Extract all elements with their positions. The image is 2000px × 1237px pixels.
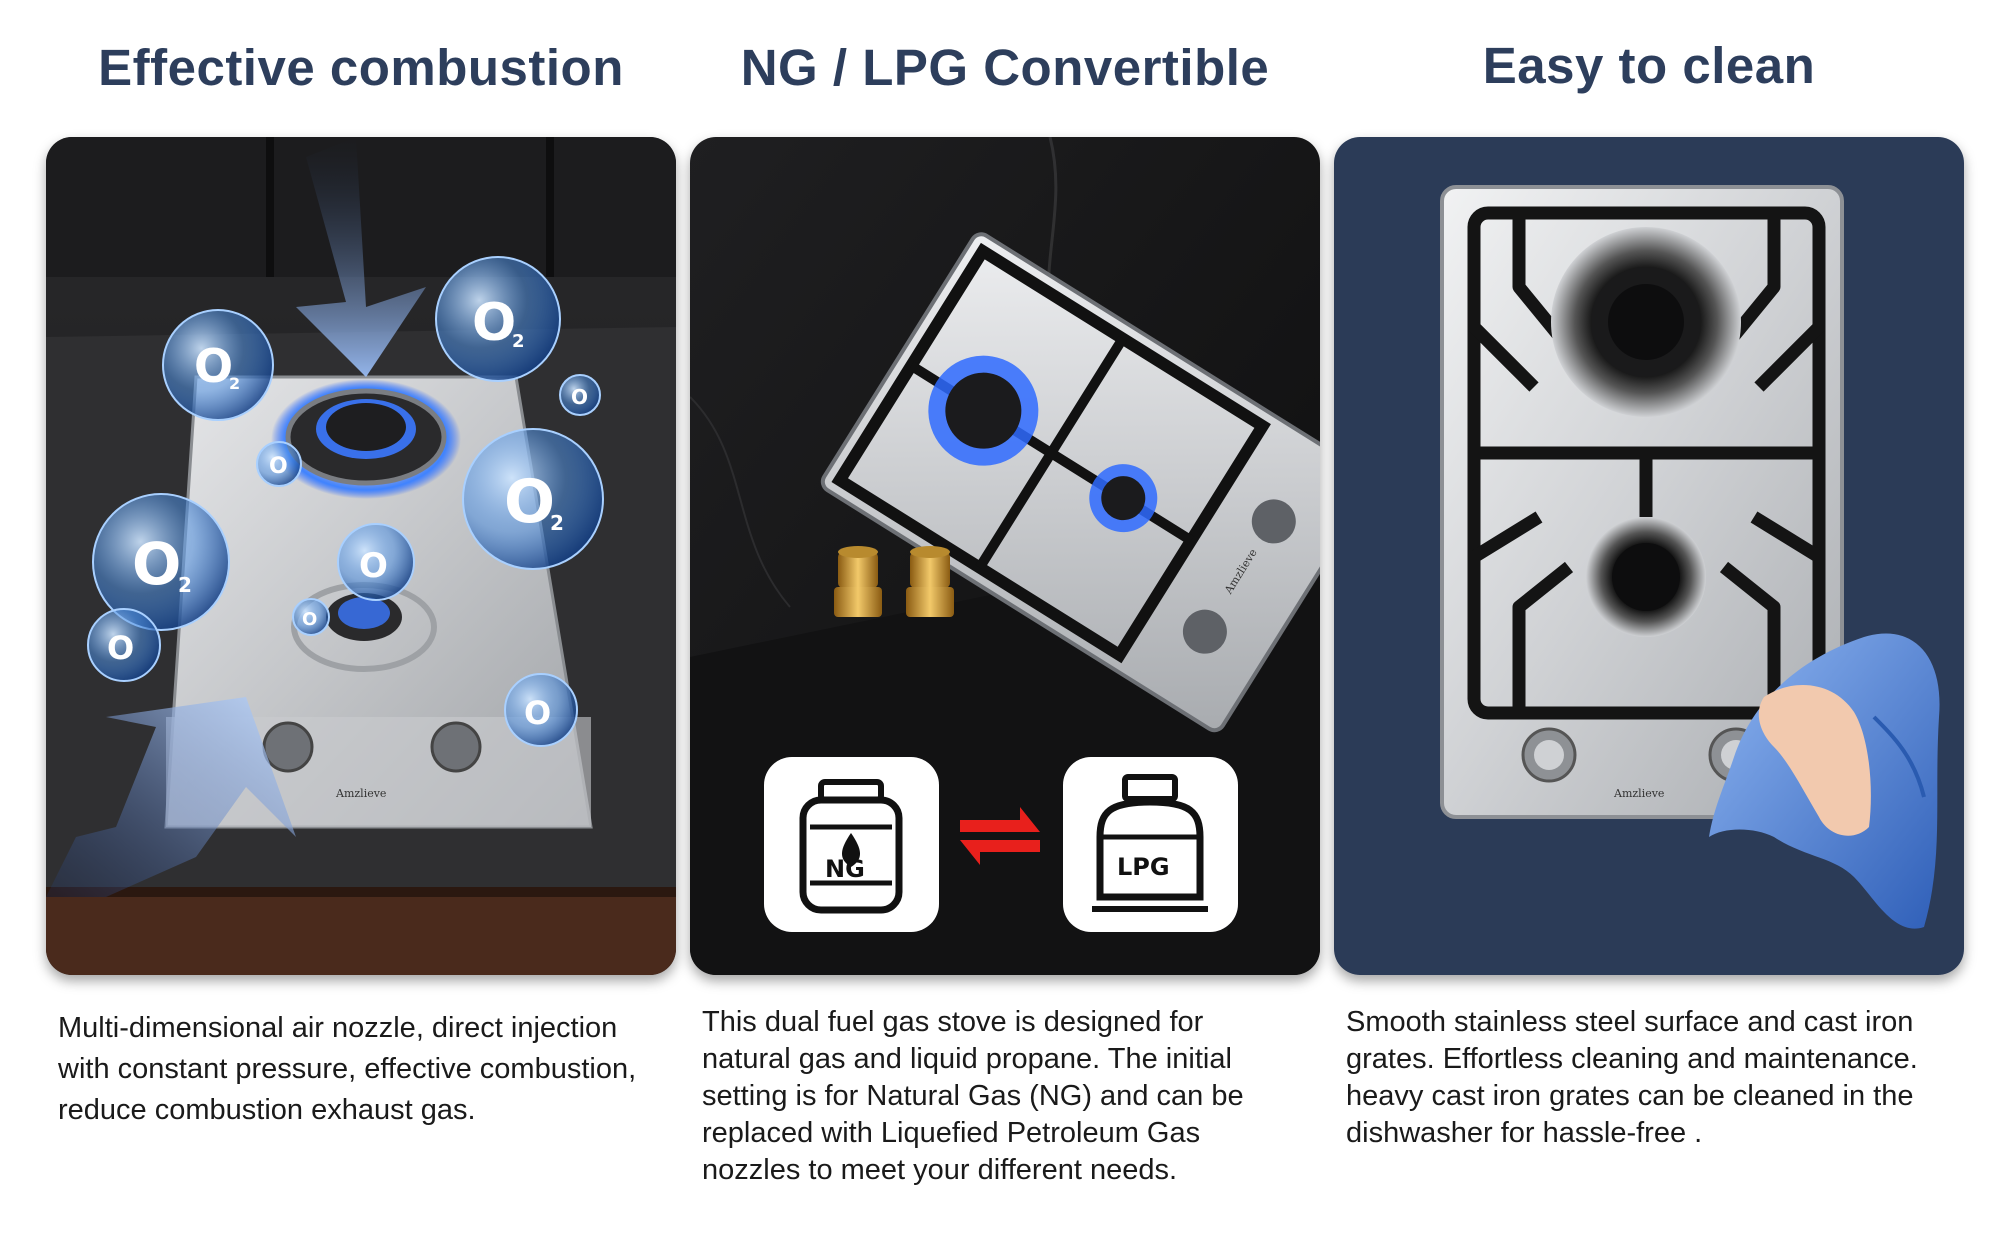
o2-bubble-icon: O 2 xyxy=(435,256,561,382)
large-burner-icon xyxy=(945,372,1022,449)
hand-icon xyxy=(1758,685,1871,836)
svg-text:2: 2 xyxy=(550,511,564,535)
svg-text:O: O xyxy=(504,467,555,537)
knob-left-icon xyxy=(262,721,314,773)
convertible-image: Amzlieve NG xyxy=(690,137,1320,975)
svg-text:O: O xyxy=(107,629,134,667)
brand-logo-text: Amzlieve xyxy=(335,787,386,800)
o2-bubble-icon: O xyxy=(87,608,161,682)
cast-iron-grate xyxy=(1467,206,1826,720)
easy-clean-illustration: Amzlieve xyxy=(1334,137,1964,975)
description-line: with constant pressure, effective combus… xyxy=(58,1053,637,1085)
o2-bubble-icon: O 2 xyxy=(162,309,274,421)
svg-text:NG: NG xyxy=(825,855,865,883)
svg-text:O: O xyxy=(472,293,516,353)
description-line: This dual fuel gas stove is designed for xyxy=(702,1006,1204,1038)
convertible-illustration: Amzlieve NG xyxy=(690,137,1320,975)
description-line: reduce combustion exhaust gas. xyxy=(58,1094,476,1126)
feature-description: Multi-dimensional air nozzle, direct inj… xyxy=(58,1008,678,1131)
svg-text:LPG: LPG xyxy=(1117,853,1170,881)
combustion-illustration: Amzlieve O 2 O 2 O O 2 xyxy=(46,137,676,975)
svg-text:2: 2 xyxy=(512,331,525,352)
easy-clean-image: Amzlieve xyxy=(1334,137,1964,975)
o2-bubble-icon: O 2 xyxy=(462,428,604,570)
feature-title: Easy to clean xyxy=(1482,37,1816,94)
feature-ng-lpg-convertible: NG / LPG Convertible xyxy=(690,0,1320,1237)
description-line: setting is for Natural Gas (NG) and can … xyxy=(702,1080,1244,1112)
description-line: grates. Effortless cleaning and maintena… xyxy=(1346,1043,1918,1075)
o2-bubble-icon: O xyxy=(292,598,330,636)
airflow-down-arrow-icon xyxy=(296,137,426,377)
ng-cylinder-icon: NG xyxy=(764,757,939,932)
description-line: heavy cast iron grates can be cleaned in… xyxy=(1346,1080,1914,1112)
description-line: natural gas and liquid propane. The init… xyxy=(702,1043,1232,1075)
o2-bubble-icon: O xyxy=(559,374,601,416)
knob-icon xyxy=(1182,609,1227,654)
feature-easy-to-clean: Easy to clean xyxy=(1334,0,1964,1237)
description-line: dishwasher for hassle-free . xyxy=(1346,1117,1703,1149)
knob-icon xyxy=(1251,499,1296,544)
svg-text:O: O xyxy=(132,530,181,598)
feature-title: Effective combustion xyxy=(98,39,624,96)
airflow-up-arrow-icon xyxy=(46,697,296,897)
feature-title: NG / LPG Convertible xyxy=(740,39,1270,96)
svg-text:2: 2 xyxy=(178,573,192,597)
description-line: replaced with Liquefied Petroleum Gas xyxy=(702,1117,1201,1149)
swap-arrows-icon xyxy=(960,807,1040,865)
feature-effective-combustion: Effective combustion xyxy=(46,0,676,1237)
brass-nozzle-icon xyxy=(906,546,954,617)
o2-bubble-icon: O xyxy=(504,673,578,747)
feature-description: Smooth stainless steel surface and cast … xyxy=(1346,1004,1966,1152)
brand-logo-text: Amzlieve xyxy=(1613,787,1664,800)
o2-bubble-icon: O xyxy=(256,441,302,487)
feature-description: This dual fuel gas stove is designed for… xyxy=(702,1004,1322,1189)
svg-text:O: O xyxy=(194,339,233,393)
brass-nozzle-icon xyxy=(834,546,882,617)
svg-text:O: O xyxy=(269,454,288,479)
description-line: Multi-dimensional air nozzle, direct inj… xyxy=(58,1012,618,1044)
o2-bubble-icon: O xyxy=(337,523,415,601)
lpg-cylinder-icon: LPG xyxy=(1063,757,1238,932)
svg-text:O: O xyxy=(524,694,551,732)
svg-text:O: O xyxy=(359,546,388,586)
knob-right-icon xyxy=(430,721,482,773)
combustion-image: Amzlieve O 2 O 2 O O 2 xyxy=(46,137,676,975)
description-line: nozzles to meet your different needs. xyxy=(702,1154,1178,1186)
svg-text:O: O xyxy=(571,385,588,409)
small-burner-icon xyxy=(1101,476,1146,521)
svg-text:O: O xyxy=(302,609,317,630)
svg-text:2: 2 xyxy=(229,374,240,393)
o2-bubble-icon: O 2 xyxy=(92,493,230,631)
description-line: Smooth stainless steel surface and cast … xyxy=(1346,1006,1914,1038)
